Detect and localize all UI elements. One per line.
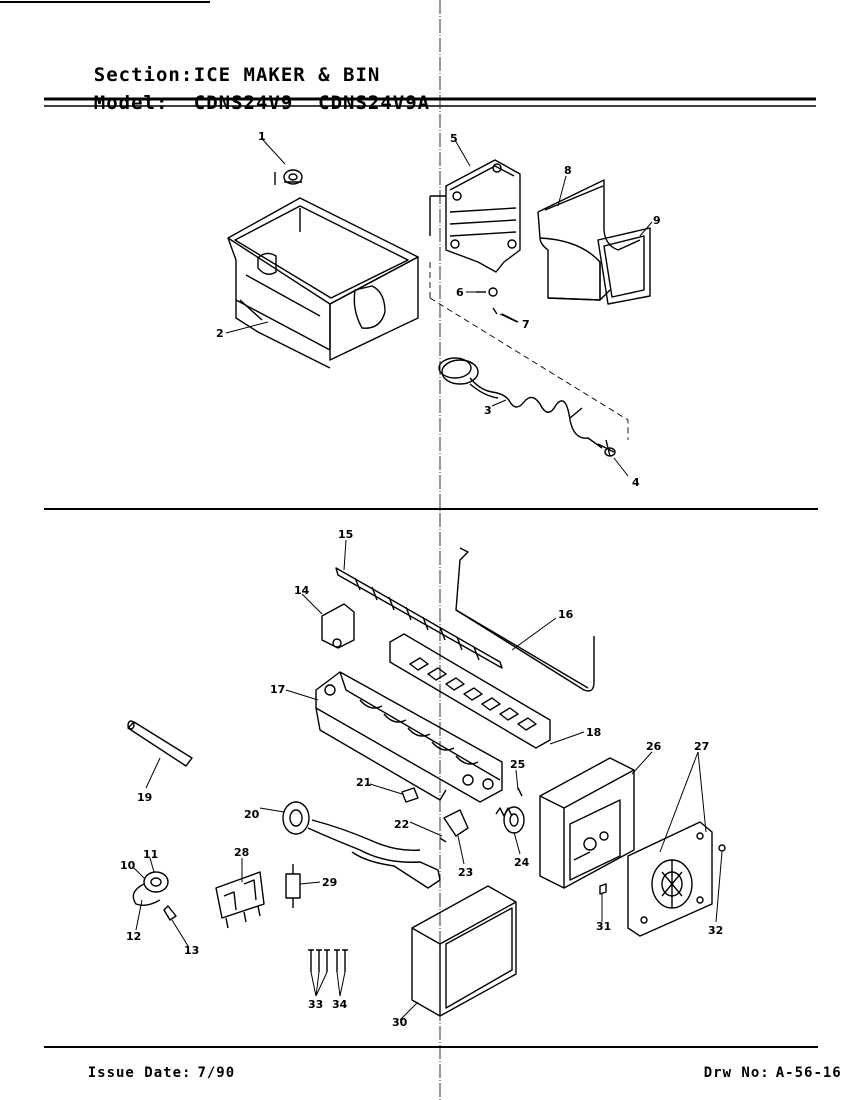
callout-25: 25 [510,758,525,771]
callout-31: 31 [596,920,611,933]
callout-27: 27 [694,740,709,753]
spring-25 [495,787,523,817]
mold-switch-28 [215,871,265,929]
callout-4: 4 [632,476,640,489]
callout-20: 20 [244,808,260,821]
callout-8: 8 [564,164,572,177]
screws-34 [334,949,348,972]
callout-34: 34 [332,998,348,1011]
drawing-number-value: A-56-16 [775,1065,842,1081]
callout-24: 24 [514,856,530,869]
callout-23: 23 [458,866,473,879]
callout-17: 17 [270,683,285,696]
section-row: Section:ICE MAKER & BIN [44,42,380,108]
callout-12: 12 [126,930,141,943]
callout-33: 33 [308,998,323,1011]
callout-7: 7 [522,318,530,331]
leader-lines [133,139,723,1021]
callout-11: 11 [143,848,158,861]
water-fill-tube [438,357,603,449]
section-title: ICE MAKER & BIN [193,64,381,86]
clip-31 [599,883,607,895]
callout-9: 9 [653,214,661,227]
callout-29: 29 [322,876,337,889]
callout-5: 5 [450,132,458,145]
callout-14: 14 [294,584,310,597]
issue-date-label: Issue Date: [87,1065,192,1081]
callout-19: 19 [137,791,152,804]
motor-housing [539,757,635,889]
ice-mold [315,671,503,803]
callout-26: 26 [646,740,662,753]
callout-3: 3 [484,404,492,417]
connector-29 [285,864,301,908]
callout-16: 16 [558,608,574,621]
duct-gasket [597,227,651,305]
callout-21: 21 [356,776,371,789]
drawing-number-row: Drw No: A-56-16 [666,1049,842,1097]
callout-15: 15 [338,528,353,541]
mold-heater [455,547,595,692]
callout-6: 6 [456,286,464,299]
callout-30: 30 [392,1016,408,1029]
drive-motor [627,821,713,937]
ice-stripper [389,633,551,749]
screws-33 [308,949,330,972]
mounting-bracket [429,159,521,273]
callout-32: 32 [708,924,723,937]
front-cover [411,885,517,1017]
clip-7 [492,307,519,323]
callout-13: 13 [184,944,199,957]
ice-bin [227,197,419,369]
cover-plate [401,787,419,803]
screw-32 [718,844,726,852]
issue-date-value: 7/90 [197,1065,236,1081]
tube-fitting [597,439,616,457]
stripper-bracket [321,603,355,649]
callout-1: 1 [258,130,266,143]
wire-clip-22 [439,837,447,843]
drawing-number-label: Drw No: [703,1065,770,1081]
ejector-blade [335,567,503,669]
callout-10: 10 [120,859,136,872]
callout-2: 2 [216,327,224,340]
callout-18: 18 [586,726,601,739]
callout-28: 28 [234,846,249,859]
section-label: Section: [93,64,194,86]
thermostat-harness [282,801,441,889]
bin-fitting [274,169,303,185]
ice-duct [537,179,641,301]
issue-date-row: Issue Date: 7/90 [50,1049,235,1097]
callout-22: 22 [394,818,409,831]
callout-labels: 1 2 3 4 5 6 7 8 9 10 11 12 13 14 15 16 1… [120,130,723,1029]
fill-cup-tube [127,720,193,767]
assembly-leader-dashed [429,262,629,440]
shut-off-arm-bracket [443,809,469,837]
switch-assembly [132,871,177,921]
